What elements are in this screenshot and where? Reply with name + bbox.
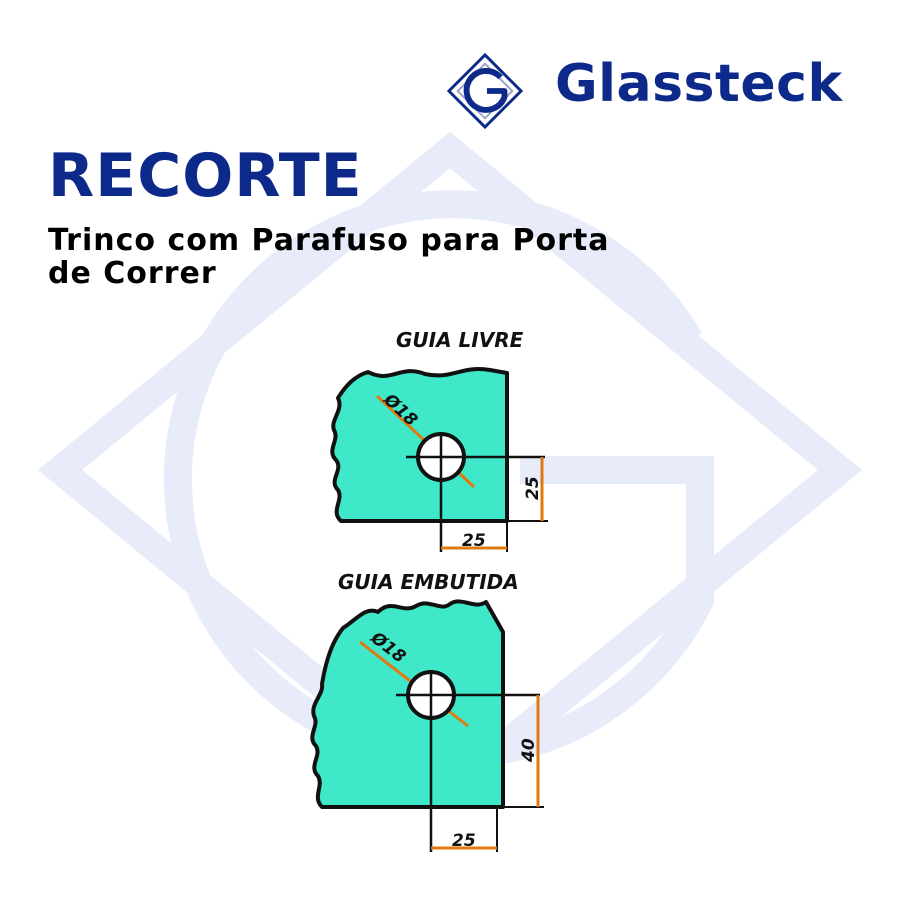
subtitle-line-2: de Correr (48, 256, 217, 291)
horizontal-dimension-label: 25 (462, 531, 486, 551)
page-subtitle: Trinco com Parafuso para Porta de Correr (48, 224, 610, 290)
glass-cutout (310, 599, 505, 809)
vertical-dimension-label: 40 (519, 738, 539, 763)
subtitle-line-1: Trinco com Parafuso para Porta (48, 223, 610, 258)
horizontal-dimension-label: 25 (452, 831, 476, 851)
brand-name: Glassteck (555, 54, 843, 114)
glassteck-g-logo-icon (446, 52, 524, 130)
diagram-title: GUIA EMBUTIDA (338, 570, 519, 594)
diagram-title: GUIA LIVRE (396, 328, 524, 352)
vertical-dimension-label: 25 (523, 476, 543, 500)
page-title: RECORTE (48, 141, 363, 211)
